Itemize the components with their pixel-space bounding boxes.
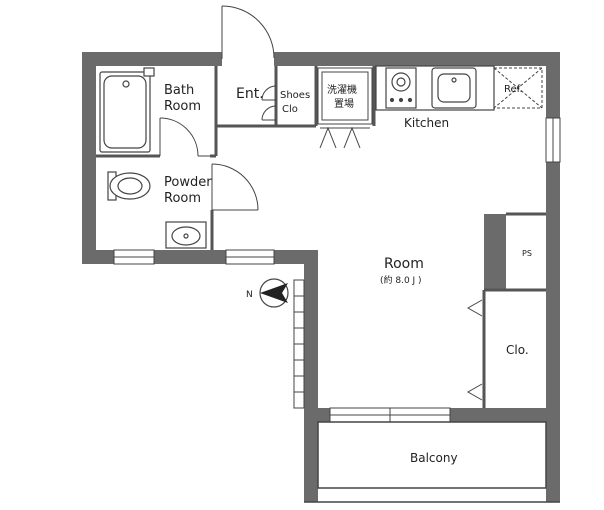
label-balcony: Balcony [410, 451, 458, 465]
label-bath-1: Bath [164, 83, 194, 98]
label-powder-2: Room [164, 191, 201, 206]
label-pipe-space: PS [522, 249, 532, 258]
label-washer-1: 洗濯機 [327, 83, 357, 96]
label-main-room-size: (約 8.0 J ) [380, 274, 422, 286]
label-kitchen: Kitchen [404, 116, 449, 130]
balcony-outline [304, 421, 560, 503]
washer-area [317, 67, 373, 125]
label-powder-1: Powder [164, 175, 212, 190]
partitions [96, 66, 546, 408]
label-shoes-1: Shoes [280, 90, 310, 101]
wash-basin [165, 221, 207, 249]
label-main-room: Room [384, 256, 424, 272]
compass-north-label: N [246, 290, 253, 300]
entrance-door [221, 5, 275, 59]
kitchen-counter [375, 65, 495, 111]
closet-doors [466, 299, 483, 401]
fridge [493, 67, 543, 109]
label-entrance: Ent. [236, 86, 264, 102]
bathtub [99, 67, 155, 153]
label-washer-2: 置場 [334, 97, 354, 110]
label-bath-2: Room [164, 99, 201, 114]
toilet [107, 171, 151, 201]
shoes-closet-doors [261, 85, 277, 121]
washer-doors [319, 126, 370, 149]
label-closet: Clo. [506, 343, 529, 357]
compass-icon [259, 278, 289, 308]
outside-stairs [293, 279, 305, 409]
bath-door [159, 117, 210, 157]
powder-door [211, 163, 259, 211]
label-fridge: Ref. [504, 84, 523, 95]
label-shoes-2: Clo [282, 104, 298, 115]
